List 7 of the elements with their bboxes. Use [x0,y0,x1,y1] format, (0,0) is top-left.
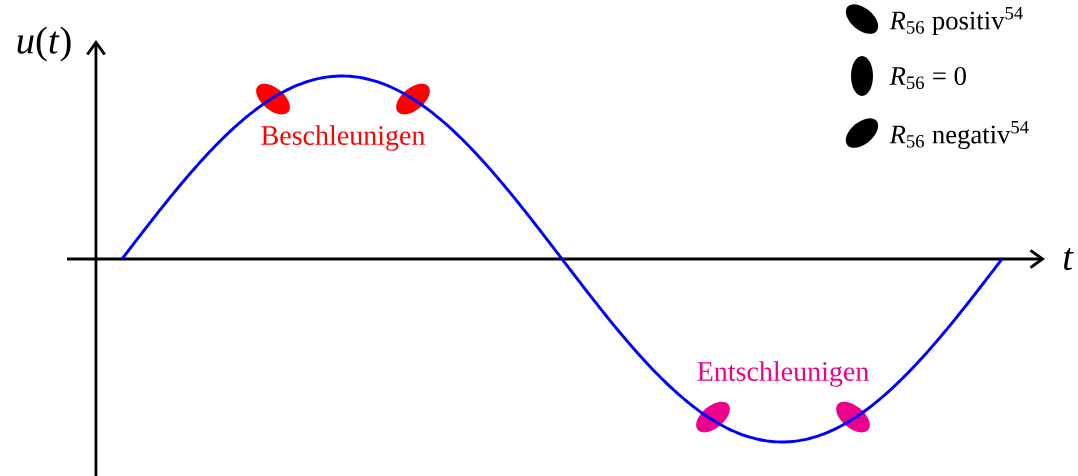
legend-text: R$_{56}$ = 0 [889,66,966,90]
region-label: Beschleunigen [261,125,425,151]
axis-label: u(t) [17,26,71,62]
legend-text: R$_{56}$ negativ$^{54}$ [889,120,1029,150]
axis-label: t [1063,247,1074,271]
region-label: Entschleunigen [697,361,869,387]
legend-text: R$_{56}$ positiv$^{54}$ [889,7,1023,35]
